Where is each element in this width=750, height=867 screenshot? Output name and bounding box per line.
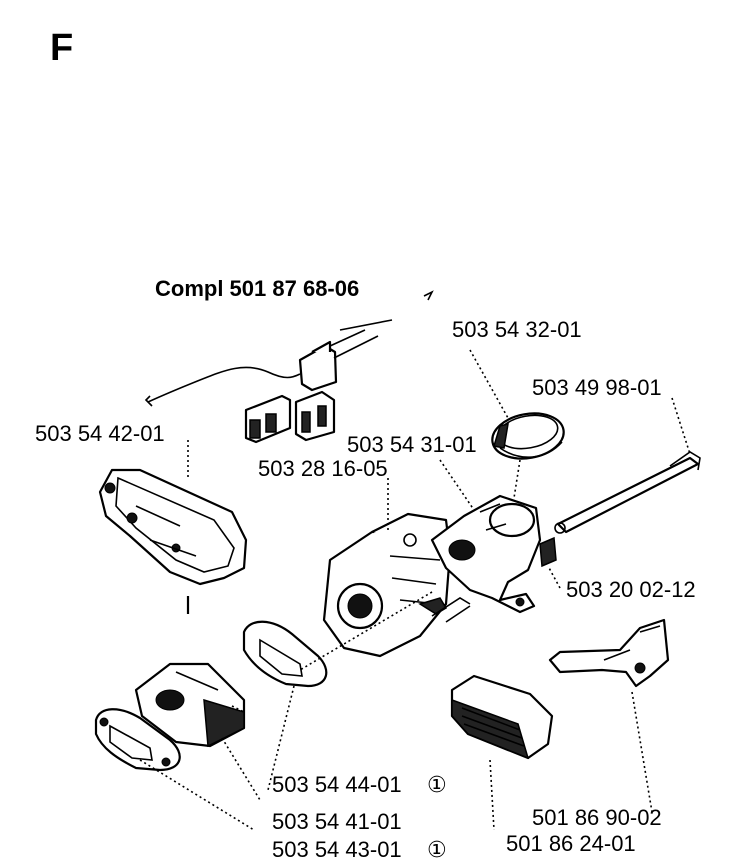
bracket-lever-part	[548, 618, 670, 688]
part-label-503-54-32-01: 503 54 32-01	[452, 317, 582, 342]
footnote-marker-2: ①	[427, 838, 447, 863]
assembly-label: Compl 501 87 68-06	[155, 276, 359, 301]
part-label-503-20-02-12: 503 20 02-12	[566, 577, 696, 602]
footnote-marker-1: ①	[427, 773, 447, 798]
part-label-503-54-31-01: 503 54 31-01	[347, 432, 477, 457]
connector-harness-part	[144, 319, 393, 444]
assembly-arrow-icon	[423, 290, 434, 301]
leader-lines	[139, 349, 691, 831]
gasket-upper-part	[242, 620, 328, 688]
part-label-501-86-90-02: 501 86 90-02	[532, 805, 662, 830]
intake-adapter-part	[430, 494, 542, 614]
section-letter: F	[50, 27, 73, 69]
carburetor-body-part	[322, 512, 471, 658]
throttle-rod-part	[554, 451, 701, 534]
small-clip-part	[539, 536, 557, 568]
part-label-503-54-42-01: 503 54 42-01	[35, 421, 165, 446]
gasket-lower-part	[94, 708, 181, 772]
part-label-503-28-16-05: 503 28 16-05	[258, 456, 388, 481]
air-filter-part	[450, 674, 554, 760]
part-label-501-86-24-01: 501 86 24-01	[506, 831, 636, 856]
part-label-503-54-41-01: 503 54 41-01	[272, 809, 402, 834]
part-label-503-49-98-01: 503 49 98-01	[532, 375, 662, 400]
part-label-503-54-44-01: 503 54 44-01	[272, 772, 402, 797]
sealing-ring-part	[491, 412, 565, 460]
part-label-503-54-43-01: 503 54 43-01	[272, 837, 402, 862]
insulator-spacer-part	[134, 662, 246, 748]
carburetor-cover-part	[98, 468, 248, 586]
